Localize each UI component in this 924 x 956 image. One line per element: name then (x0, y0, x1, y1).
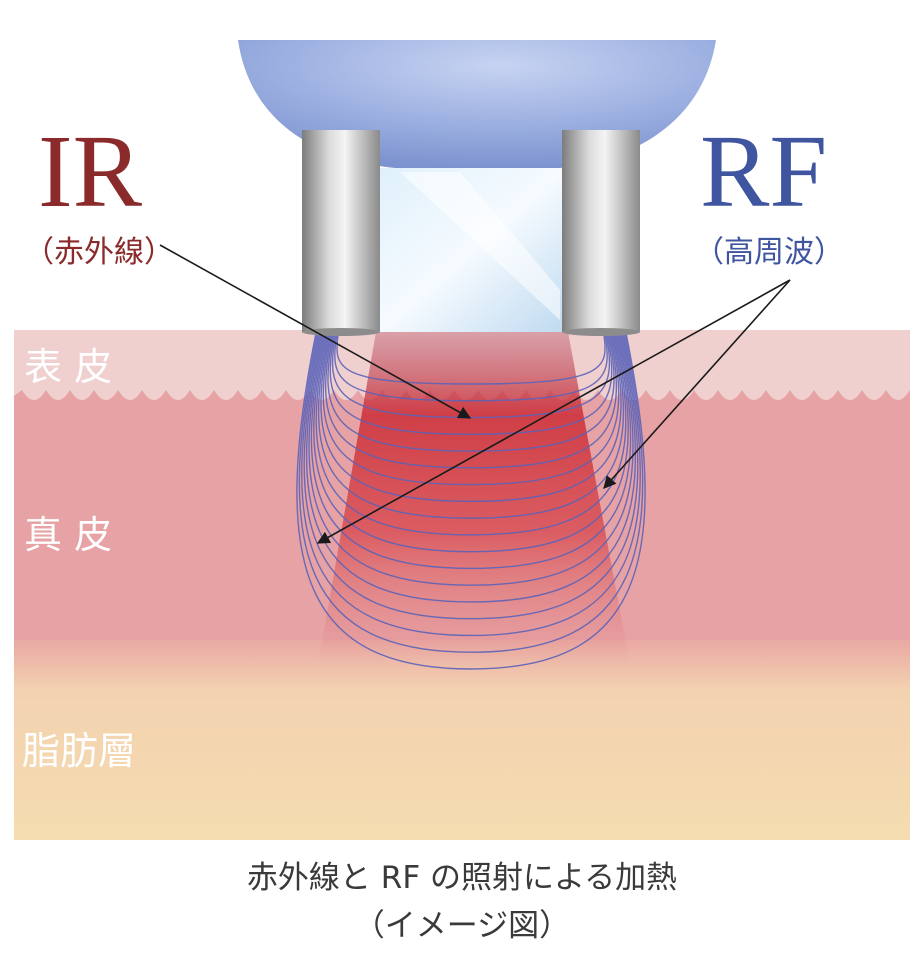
rf-field-lines (296, 333, 646, 670)
rf-field-line (334, 333, 608, 402)
left-electrode-tip (302, 328, 380, 336)
rf-field-line (315, 333, 627, 536)
rf-field-line (298, 333, 644, 653)
rf-field-line (303, 333, 639, 620)
rf-field-line (308, 333, 634, 586)
rf-title: RF (700, 114, 827, 229)
epidermis-label: 表 皮 (24, 345, 112, 389)
rf-field-line (313, 333, 629, 553)
ir-window (378, 168, 565, 332)
rf-field-line (336, 333, 606, 385)
left-electrode (302, 130, 380, 332)
rf-field-line (310, 333, 632, 570)
caption-line-2: （イメージ図） (353, 908, 571, 944)
rf-field-line (325, 333, 617, 469)
caption-line-1: 赤外線と RF の照射による加熱 (246, 860, 678, 896)
rf-field-line (329, 333, 613, 435)
ir-title: IR (38, 114, 143, 229)
rf-field-line (320, 333, 622, 503)
rf-field-line (301, 333, 641, 637)
rf-field-line (322, 333, 620, 486)
rf-field-line (327, 333, 615, 452)
rf-field-line (317, 333, 625, 519)
rf-field-line (305, 333, 637, 603)
right-electrode-tip (562, 328, 640, 336)
rf-subtitle: （高周波） (694, 235, 844, 270)
rf-arrow-right (603, 279, 791, 489)
ir-arrow (159, 244, 472, 419)
ir-beam (318, 332, 630, 665)
fat-layer-band (14, 640, 910, 840)
right-electrode (562, 130, 640, 332)
window-reflection (400, 172, 560, 320)
diagram-canvas: IR （赤外線） RF （高周波） 表 皮 真 皮 脂肪層 (14, 40, 910, 840)
fat-layer-label: 脂肪層 (22, 729, 136, 773)
dermis-label: 真 皮 (24, 513, 112, 557)
rf-field-line (296, 333, 646, 670)
ir-subtitle: （赤外線） (24, 235, 174, 270)
rf-arrow-left (316, 279, 791, 544)
